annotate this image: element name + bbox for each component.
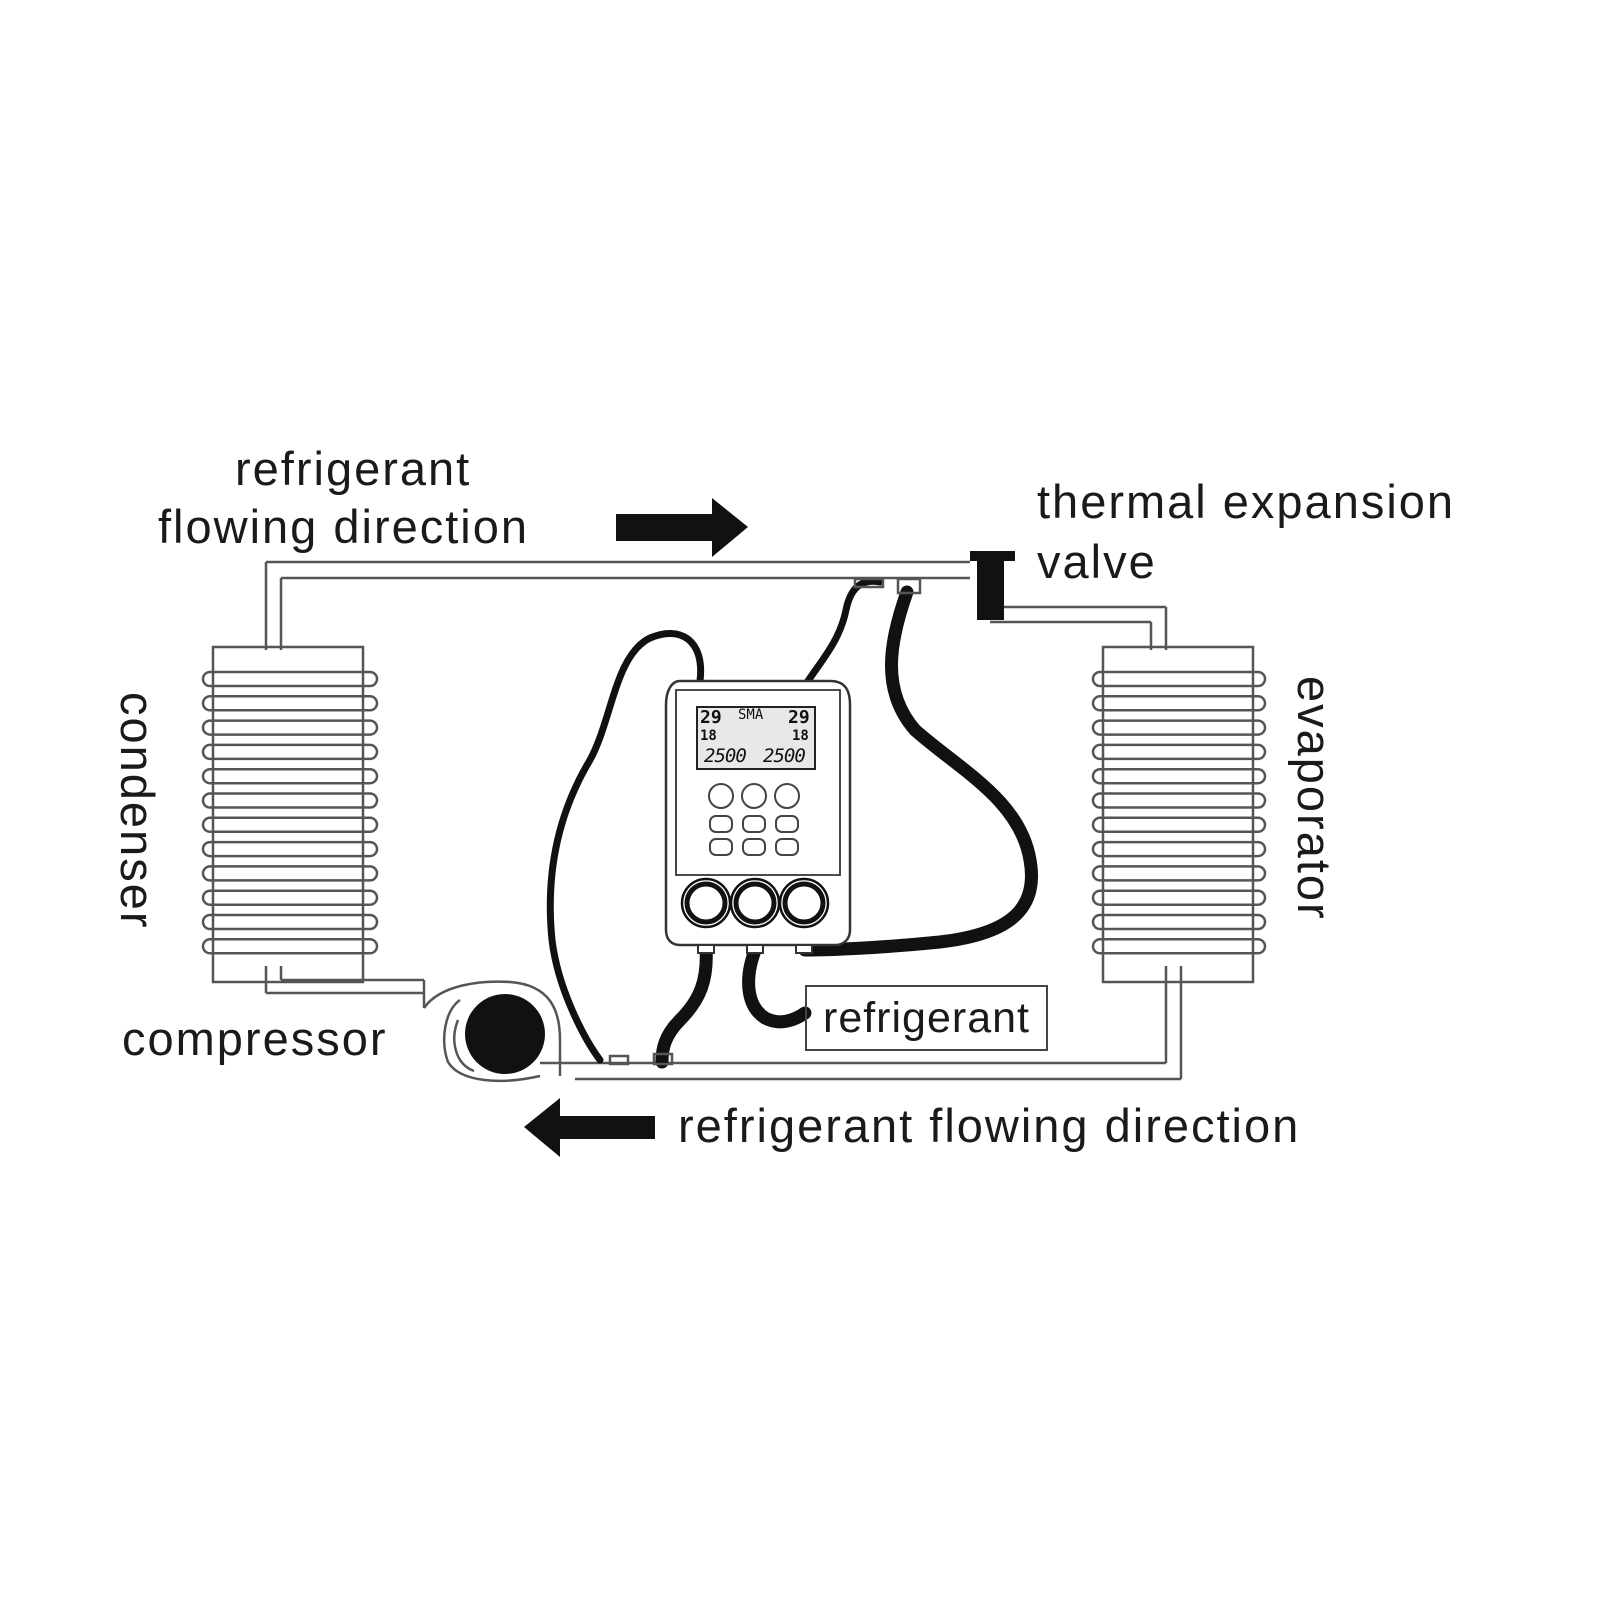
coil-tube bbox=[1091, 670, 1267, 688]
gauge-display-right-reading: 2500 bbox=[763, 745, 806, 767]
coil-tube bbox=[201, 767, 379, 785]
refrigerant-tank-label: refrigerant bbox=[805, 985, 1048, 1051]
coil-tube bbox=[201, 889, 379, 906]
gauge-display-mode: SMA bbox=[738, 707, 764, 723]
coil-tube bbox=[201, 865, 379, 882]
thermal-expansion-valve-label-line2: valve bbox=[1037, 535, 1157, 588]
pipe-loop bbox=[264, 560, 1183, 1083]
coil-tube bbox=[1091, 889, 1267, 906]
coil-tube bbox=[1091, 792, 1267, 809]
coil-tube bbox=[1091, 840, 1267, 858]
gauge-display-left-mid: 18 bbox=[700, 728, 717, 744]
gauge-display-right-top: 29 bbox=[788, 707, 810, 728]
gauge-keypad bbox=[708, 783, 800, 856]
flow-direction-bottom: refrigerant flowing direction bbox=[678, 1099, 1301, 1152]
coil-tube bbox=[201, 938, 379, 955]
gauge-valve-knobs bbox=[684, 881, 826, 925]
coil-tube bbox=[201, 816, 379, 834]
thermal-expansion-valve-label-line1: thermal expansion bbox=[1037, 475, 1456, 528]
evaporator-label: evaporator bbox=[1288, 676, 1341, 921]
coil-tube bbox=[1091, 865, 1267, 882]
flow-arrow-right-icon bbox=[616, 498, 748, 557]
gauge-display bbox=[696, 706, 816, 770]
evaporator-coils bbox=[1091, 670, 1267, 955]
condenser-label: condenser bbox=[111, 692, 164, 930]
gauge-display-right-mid: 18 bbox=[792, 728, 809, 744]
gauge-display-left-reading: 2500 bbox=[704, 745, 747, 767]
manifold-gauge bbox=[664, 679, 852, 954]
coil-tube bbox=[201, 840, 379, 858]
coil-tube bbox=[1091, 695, 1267, 712]
condenser bbox=[211, 645, 365, 984]
coil-tube bbox=[201, 719, 379, 736]
coil-tube bbox=[1091, 938, 1267, 955]
coil-tube bbox=[201, 792, 379, 809]
coil-tube bbox=[201, 743, 379, 761]
coil-tube bbox=[201, 913, 379, 931]
compressor-label: compressor bbox=[122, 1012, 388, 1065]
coil-tube bbox=[1091, 913, 1267, 931]
coil-tube bbox=[201, 695, 379, 712]
coil-tube bbox=[1091, 767, 1267, 785]
coil-tube bbox=[1091, 719, 1267, 736]
condenser-coils bbox=[201, 670, 379, 955]
flow-arrow-left-icon bbox=[524, 1098, 655, 1157]
coil-tube bbox=[201, 670, 379, 688]
gauge-display-left-top: 29 bbox=[700, 707, 722, 728]
coil-tube bbox=[1091, 743, 1267, 761]
thermal-expansion-valve bbox=[970, 551, 1015, 620]
coil-tube bbox=[1091, 816, 1267, 834]
evaporator bbox=[1101, 645, 1255, 984]
hoses bbox=[546, 577, 1038, 1069]
flow-direction-top-line2: flowing direction bbox=[158, 500, 530, 553]
compressor-symbol bbox=[465, 994, 545, 1074]
flow-direction-top-line1: refrigerant bbox=[235, 442, 472, 495]
